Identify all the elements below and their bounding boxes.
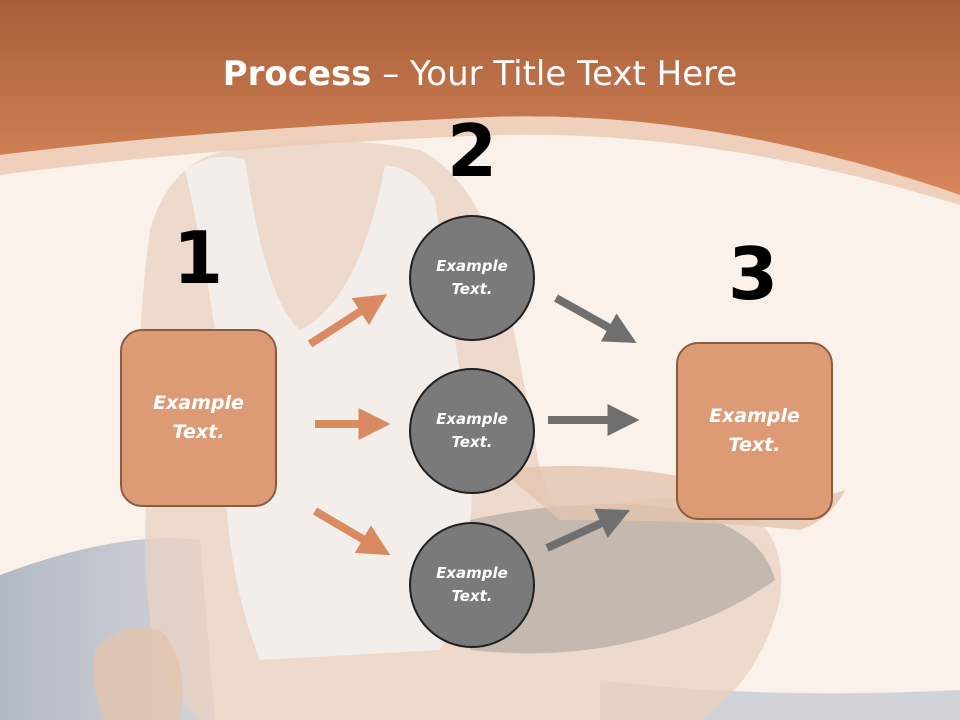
- step-number-1: 1: [172, 216, 224, 300]
- circle-middle-text-line1: Example: [436, 410, 508, 428]
- circle-middle: Example Text.: [409, 368, 535, 494]
- step-1-text-line2: Text.: [172, 421, 225, 443]
- step-1-text-line1: Example: [153, 392, 244, 414]
- arrow-circle-top-to-3: [554, 294, 637, 344]
- step-1-box: Example Text.: [120, 329, 277, 507]
- step-3-text-line2: Text.: [728, 434, 781, 456]
- arrow-1-to-circle-top: [307, 294, 388, 348]
- circle-bottom: Example Text.: [409, 522, 535, 648]
- step-3-box: Example Text.: [676, 342, 833, 520]
- circle-middle-text-line2: Text.: [451, 433, 493, 451]
- arrow-circle-bottom-to-3: [545, 508, 631, 552]
- circle-bottom-text-line2: Text.: [451, 587, 493, 605]
- circle-top-text-line1: Example: [436, 257, 508, 275]
- circle-top-text-line2: Text.: [451, 280, 493, 298]
- step-number-3: 3: [727, 232, 779, 316]
- title-rest: – Your Title Text Here: [371, 54, 738, 94]
- circle-bottom-text-line1: Example: [436, 564, 508, 582]
- circle-top: Example Text.: [409, 215, 535, 341]
- title-bold: Process: [222, 54, 372, 94]
- slide-title: Process – Your Title Text Here: [0, 52, 960, 96]
- step-number-2: 2: [446, 109, 498, 193]
- step-3-text-line1: Example: [709, 405, 800, 427]
- arrow-1-to-circle-bottom: [312, 507, 391, 556]
